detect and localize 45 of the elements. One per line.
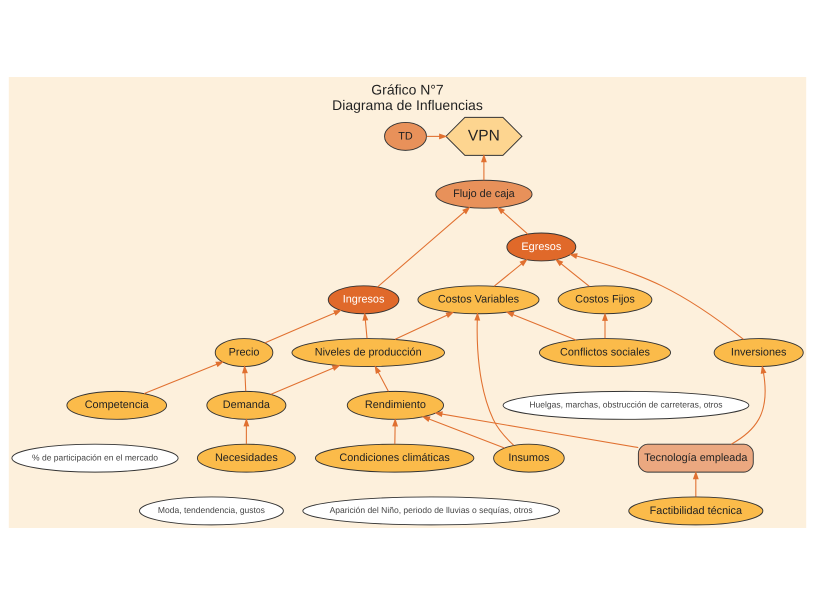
node-ellipse: Aparición del Niño, periodo de lluvias o sequías, otros: [302, 496, 560, 525]
caption: Diagrama de Influencias: [332, 96, 483, 112]
node-ellipse: Huelgas, marchas, obstrucción de carreteras, otros: [502, 390, 750, 420]
node-ellipse: Condiciones climáticas: [314, 443, 474, 472]
node-ellipse: Moda, tendendencia, gustos: [139, 496, 284, 525]
arrow: [264, 309, 342, 343]
arrow: [554, 258, 590, 286]
arrow: [474, 312, 514, 446]
node-ellipse: Conflictos sociales: [538, 338, 672, 366]
arrow: [426, 132, 448, 139]
node-ellipse: Egresos: [506, 232, 576, 261]
arrow: [144, 360, 224, 394]
arrow: [374, 364, 389, 392]
node-ellipse: Competencia: [66, 390, 168, 420]
node-ellipse: Ingresos: [328, 284, 400, 314]
arrow: [568, 252, 744, 340]
node-ellipse: Factibilidad técnica: [628, 496, 764, 525]
arrow: [392, 418, 398, 444]
arrow: [362, 312, 368, 338]
node-ellipse: TD: [384, 121, 427, 150]
node-ellipse: Inversiones: [714, 338, 804, 366]
arrow: [434, 410, 638, 448]
arrow: [731, 364, 766, 444]
node-ellipse: % de participación en el mercado: [11, 443, 179, 472]
node-ellipse: Demanda: [206, 390, 286, 420]
arrow: [506, 311, 576, 340]
node-ellipse: Flujo de caja: [435, 179, 532, 208]
diagram-title: Gráfico N°7: [371, 80, 444, 97]
node-ellipse: Insumos: [493, 443, 565, 472]
arrow: [496, 206, 528, 234]
arrow: [494, 258, 528, 286]
arrow: [377, 206, 470, 287]
arrow: [243, 418, 250, 444]
arrow: [692, 470, 699, 496]
arrow: [394, 311, 454, 340]
arrow: [270, 364, 341, 394]
node-ellipse: Niveles de producción: [291, 338, 445, 366]
arrow: [242, 364, 248, 391]
node-ellipse: Costos Variables: [417, 284, 540, 314]
node-box: Tecnología empleada: [638, 443, 754, 472]
arrow: [602, 312, 608, 338]
node-ellipse: Necesidades: [196, 443, 296, 472]
arrow: [480, 153, 487, 180]
node-ellipse: Costos Fijos: [558, 284, 652, 314]
arrow: [422, 416, 505, 448]
